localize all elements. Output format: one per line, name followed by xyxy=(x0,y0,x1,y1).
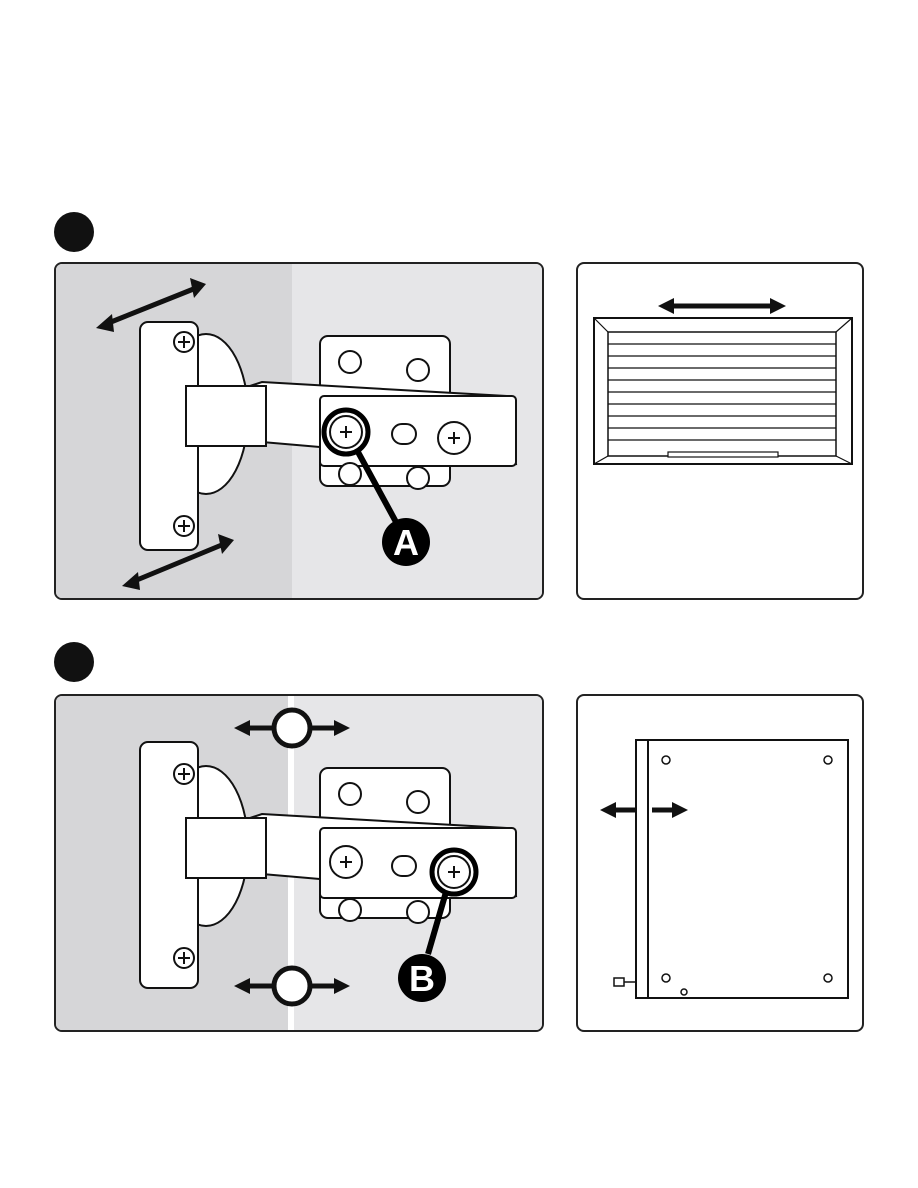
callout-b-label: B xyxy=(409,958,435,999)
drawer-side-panel-2 xyxy=(576,694,864,1032)
drawer-side-illustration xyxy=(578,696,864,1032)
hinge-adjust-panel-2: B xyxy=(54,694,544,1032)
step-1-marker xyxy=(54,212,94,252)
hinge-adjust-panel-1: A xyxy=(54,262,544,600)
drawer-front-illustration xyxy=(578,264,864,600)
step-2-marker xyxy=(54,642,94,682)
callout-a-label: A xyxy=(393,522,419,563)
hinge-illustration-2: B xyxy=(56,696,544,1032)
hinge-illustration-1: A xyxy=(56,264,544,600)
drawer-front-panel-1 xyxy=(576,262,864,600)
